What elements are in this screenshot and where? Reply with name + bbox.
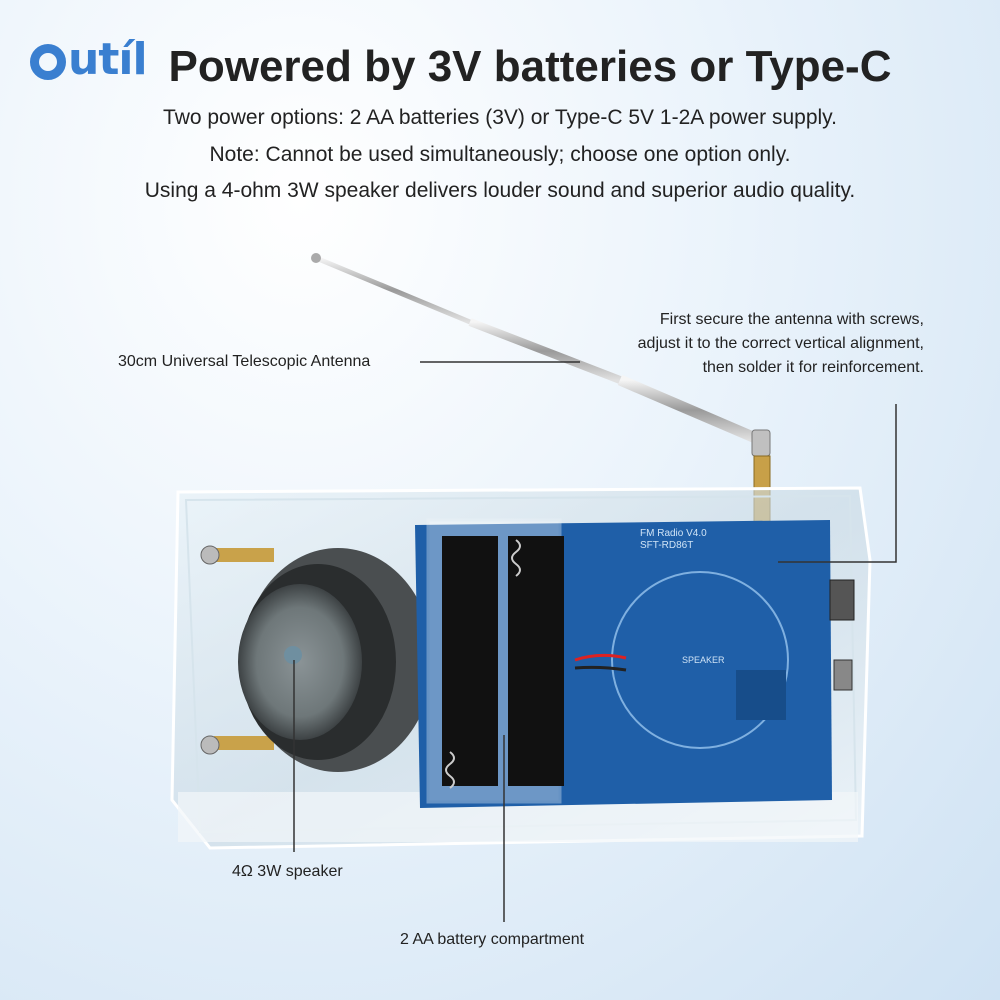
antenna-note-line-3: then solder it for reinforcement.: [702, 359, 924, 376]
page-title: Powered by 3V batteries or Type-C: [168, 42, 892, 91]
pcb-model-label: FM Radio V4.0: [640, 528, 707, 539]
subtitle-line-1: Two power options: 2 AA batteries (3V) o…: [163, 106, 837, 129]
antenna-note-line-2: adjust it to the correct vertical alignm…: [637, 335, 924, 352]
speaker-callout: 4Ω 3W speaker: [232, 863, 343, 880]
battery-callout: 2 AA battery compartment: [400, 931, 585, 948]
logo-text: utíl: [68, 34, 148, 85]
speaker: [238, 548, 433, 772]
antenna-note-line-1: First secure the antenna with screws,: [659, 311, 924, 328]
callout-lines: [293, 361, 897, 922]
brand-logo: utíl: [30, 34, 148, 85]
battery-holder: [426, 518, 627, 804]
logo-ring-icon: [30, 44, 66, 80]
pcb-part-label: SFT-RD86T: [640, 540, 693, 551]
subtitle-line-2: Note: Cannot be used simultaneously; cho…: [209, 143, 791, 166]
antenna-note-callout: First secure the antenna with screws, ad…: [504, 308, 924, 380]
pcb-speaker-label: SPEAKER: [682, 655, 725, 665]
subtitle-line-3: Using a 4-ohm 3W speaker delivers louder…: [144, 179, 856, 202]
antenna-callout: 30cm Universal Telescopic Antenna: [118, 353, 371, 370]
